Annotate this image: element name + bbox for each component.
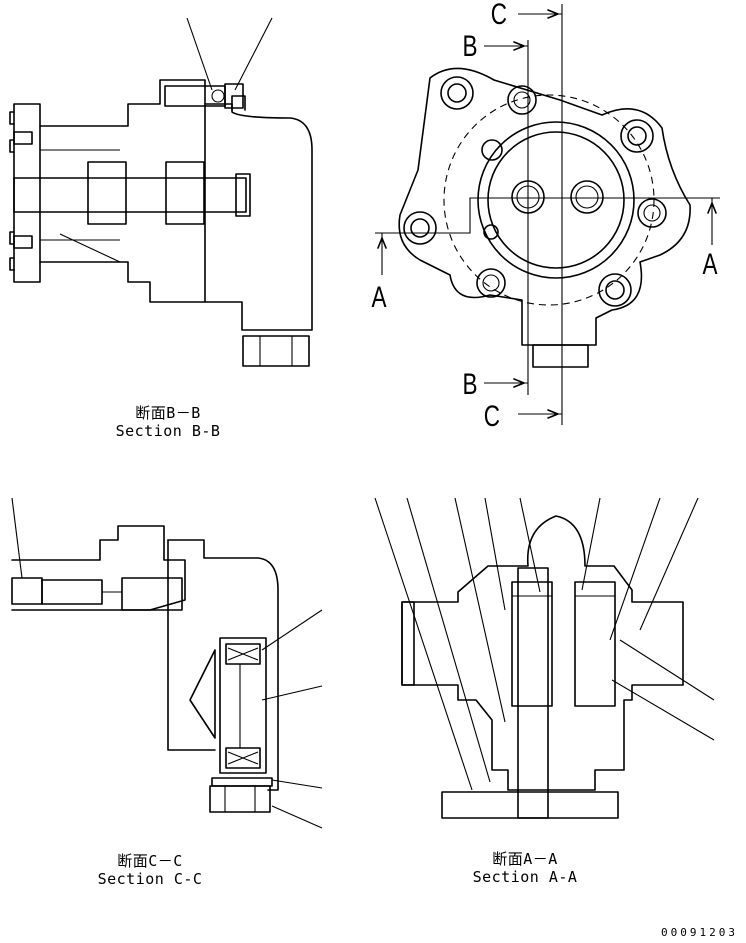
section-b-caption: 断面B－B Section B-B xyxy=(98,404,238,440)
marker-c-top: C xyxy=(490,0,507,31)
marker-b-top: B xyxy=(462,30,478,63)
section-c-caption: 断面C－C Section C-C xyxy=(80,852,220,888)
marker-a-right: A xyxy=(702,248,718,281)
section-a-view xyxy=(374,497,715,819)
section-b-title-en: Section B-B xyxy=(115,422,221,440)
front-view xyxy=(375,4,720,425)
section-a-title-jp: 断面A－A xyxy=(492,850,558,868)
section-a-title-en: Section A-A xyxy=(472,868,578,886)
section-c-title-jp: 断面C－C xyxy=(117,852,183,870)
section-b-title-jp: 断面B－B xyxy=(135,404,201,422)
marker-c-bottom: C xyxy=(483,400,500,433)
section-b-view xyxy=(9,17,313,367)
document-number: 00091203 xyxy=(661,926,738,939)
section-c-view xyxy=(11,497,323,829)
marker-a-left: A xyxy=(371,281,387,314)
section-c-title-en: Section C-C xyxy=(97,870,203,888)
section-a-caption: 断面A－A Section A-A xyxy=(455,850,595,886)
marker-b-bottom: B xyxy=(462,368,478,401)
